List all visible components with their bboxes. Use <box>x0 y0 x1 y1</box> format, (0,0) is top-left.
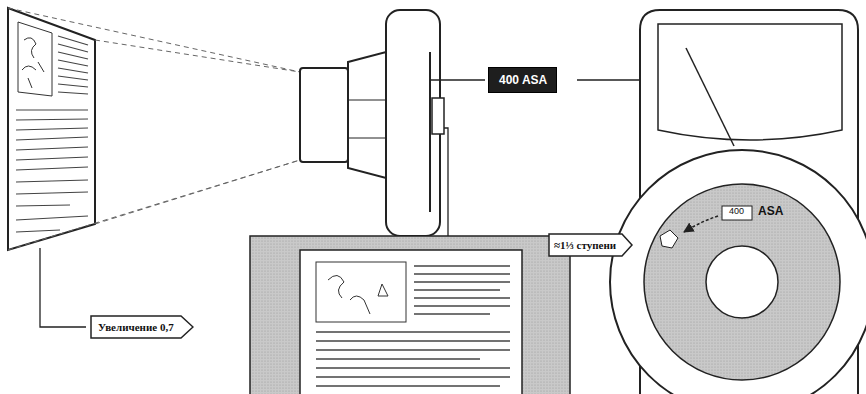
camera-top <box>610 10 866 394</box>
projected-page <box>8 8 95 250</box>
node-text: Увеличение 0,7 <box>98 321 194 333</box>
camera <box>300 10 444 236</box>
node-text: 400 ASA <box>499 73 556 87</box>
dial-unit: ASA <box>758 205 783 217</box>
node-text: ≈1⅓ ступени <box>554 239 633 251</box>
view-lines <box>8 8 300 250</box>
iso-label: 400 ASA <box>488 67 557 93</box>
dial-value: 400 <box>729 207 744 216</box>
magnification-arrow-label: Увеличение 0,7 <box>90 315 194 339</box>
stop-arrow-label: ≈1⅓ ступени <box>548 233 633 257</box>
framed-print <box>250 236 570 394</box>
